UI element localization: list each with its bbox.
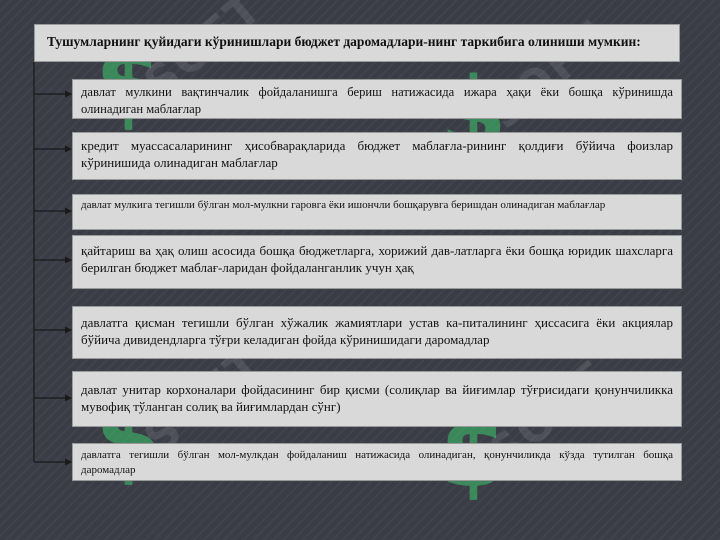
arrow-head (65, 394, 72, 402)
arrow-head (65, 458, 72, 466)
diagram-title: Тушумларнинг қуйидаги кўринишлари бюджет… (34, 24, 680, 62)
revenue-item-4: қайтариш ва ҳақ олиш асосида бошқа бюдже… (72, 235, 682, 289)
revenue-item-1: давлат мулкини вақтинчалик фойдаланишга … (72, 79, 682, 119)
revenue-item-5: давлатга қисман тегишли бўлган хўжалик ж… (72, 306, 682, 359)
arrow-head (65, 256, 72, 264)
revenue-item-6: давлат унитар корхоналари фойдасининг би… (72, 371, 682, 427)
arrow-head (65, 90, 72, 98)
revenue-item-7: давлатга тегишли бўлган мол-мулкдан фойд… (72, 443, 682, 481)
arrow-head (65, 145, 72, 153)
branch-arrows (34, 90, 72, 466)
arrow-head (65, 207, 72, 215)
revenue-item-2: кредит муассасаларининг ҳисобварақларида… (72, 132, 682, 180)
revenue-item-3: давлат мулкига тегишли бўлган мол-мулкни… (72, 194, 682, 230)
arrow-head (65, 326, 72, 334)
